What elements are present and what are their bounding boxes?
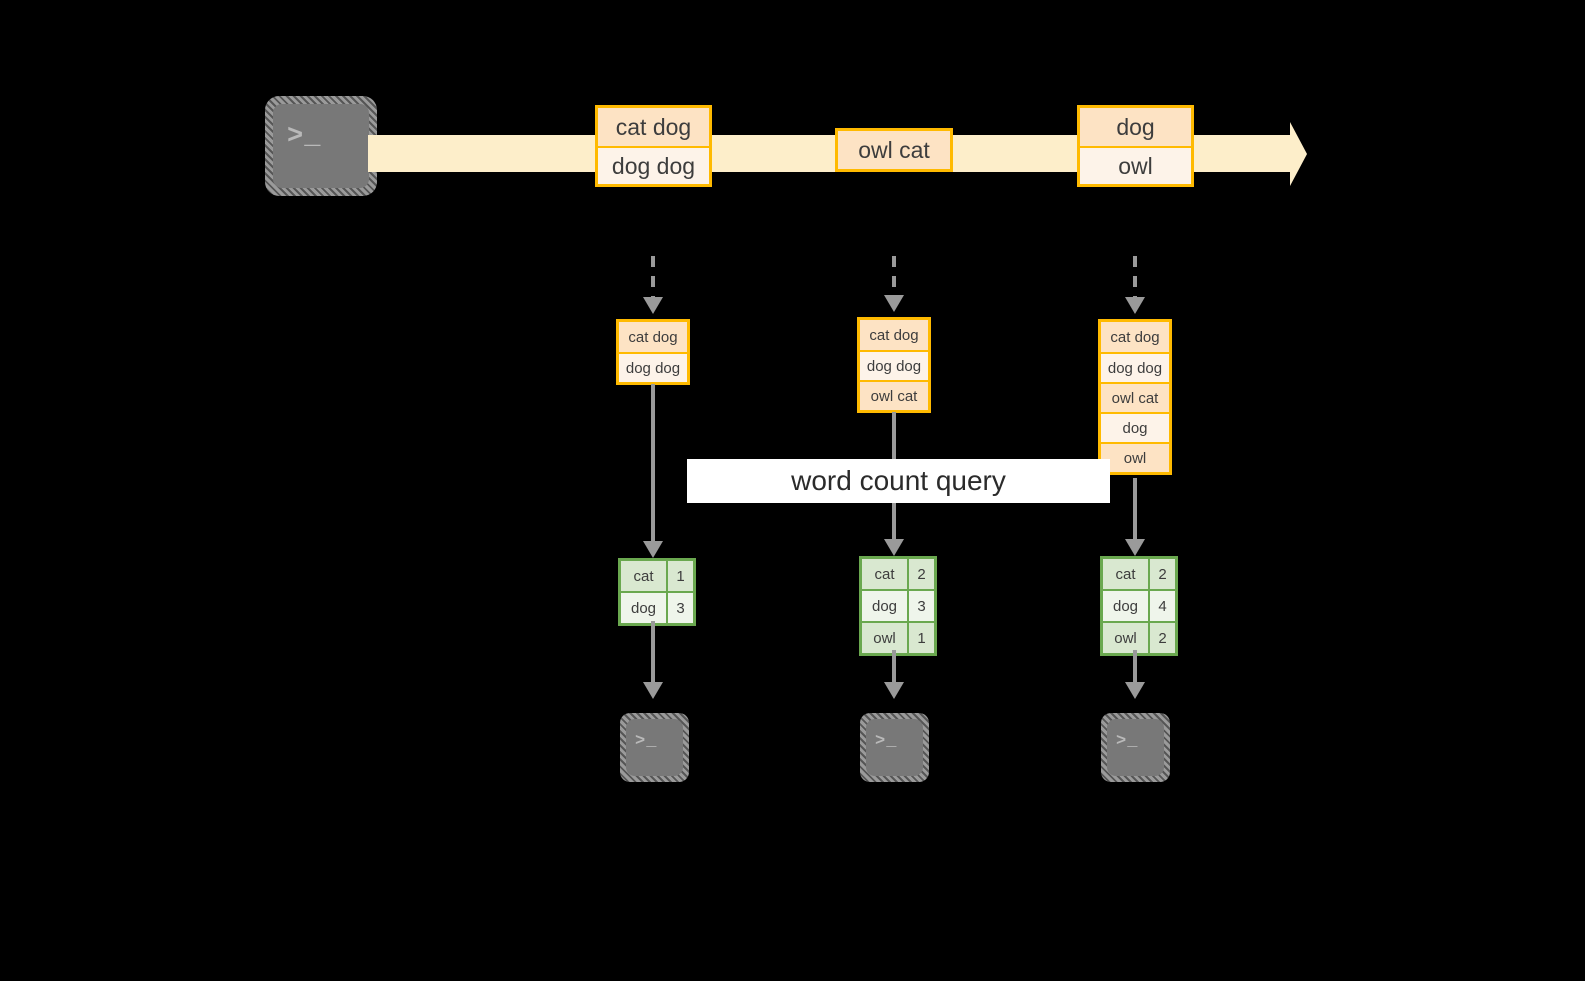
result-word: owl (1103, 623, 1148, 653)
record-line: owl (1080, 146, 1191, 184)
sink-arrow-head-icon-3 (1125, 682, 1145, 699)
terminal-body: >_ (866, 719, 923, 776)
snapshot-arrow-head-icon-1 (643, 297, 663, 314)
result-word: cat (621, 561, 666, 591)
snapshot-arrow-head-icon-2 (884, 295, 904, 312)
result-word: cat (862, 559, 907, 589)
result-count: 2 (907, 559, 934, 589)
record-line: owl cat (838, 131, 950, 169)
terminal-body: >_ (1107, 719, 1164, 776)
sink-terminal-icon-2[interactable]: >_ (860, 713, 929, 782)
snapshot-arrow-head-icon-3 (1125, 297, 1145, 314)
stream-record-2: owl cat (835, 128, 953, 172)
table-row: owl 2 (1103, 621, 1175, 653)
result-word: dog (862, 591, 907, 621)
snapshot-line: dog dog (619, 352, 687, 382)
result-count: 4 (1148, 591, 1175, 621)
query-arrow-head-icon-3 (1125, 539, 1145, 556)
record-line: dog dog (598, 146, 709, 184)
query-label-text: word count query (791, 465, 1006, 496)
terminal-prompt-glyph: >_ (1116, 732, 1139, 751)
result-count: 1 (666, 561, 693, 591)
snapshot-line: cat dog (619, 322, 687, 352)
stream-record-3: dog owl (1077, 105, 1194, 187)
snapshot-line: dog dog (860, 350, 928, 380)
snapshot-line: dog dog (1101, 352, 1169, 382)
terminal-prompt-glyph: >_ (875, 732, 898, 751)
record-line: dog (1080, 108, 1191, 146)
terminal-body: >_ (273, 104, 369, 188)
sink-arrow-head-icon-1 (643, 682, 663, 699)
table-row: cat 2 (1103, 559, 1175, 589)
snapshot-input-2: cat dog dog dog owl cat (857, 317, 931, 413)
snapshot-line: cat dog (860, 320, 928, 350)
table-row: cat 1 (621, 561, 693, 591)
result-table-2: cat 2 dog 3 owl 1 (859, 556, 937, 656)
sink-terminal-icon-1[interactable]: >_ (620, 713, 689, 782)
terminal-body: >_ (626, 719, 683, 776)
table-row: cat 2 (862, 559, 934, 589)
result-table-3: cat 2 dog 4 owl 2 (1100, 556, 1178, 656)
stream-record-1: cat dog dog dog (595, 105, 712, 187)
snapshot-line: owl cat (860, 380, 928, 410)
query-arrow-line-1 (651, 384, 655, 544)
sink-arrow-line-1 (651, 621, 655, 685)
result-count: 1 (907, 623, 934, 653)
snapshot-arrow-line-1 (651, 256, 655, 300)
terminal-prompt-glyph: >_ (635, 732, 658, 751)
result-word: cat (1103, 559, 1148, 589)
sink-arrow-head-icon-2 (884, 682, 904, 699)
result-count: 3 (666, 593, 693, 623)
table-row: owl 1 (862, 621, 934, 653)
snapshot-line: cat dog (1101, 322, 1169, 352)
source-terminal-icon[interactable]: >_ (265, 96, 377, 196)
snapshot-line: owl cat (1101, 382, 1169, 412)
result-word: owl (862, 623, 907, 653)
snapshot-input-3: cat dog dog dog owl cat dog owl (1098, 319, 1172, 475)
result-count: 3 (907, 591, 934, 621)
table-row: dog 3 (621, 591, 693, 623)
sink-arrow-line-3 (1133, 650, 1137, 685)
snapshot-arrow-line-3 (1133, 256, 1137, 300)
snapshot-input-1: cat dog dog dog (616, 319, 690, 385)
result-count: 2 (1148, 559, 1175, 589)
query-arrow-head-icon-1 (643, 541, 663, 558)
stream-arrow-head-icon (1290, 122, 1307, 186)
result-word: dog (621, 593, 666, 623)
result-table-1: cat 1 dog 3 (618, 558, 696, 626)
snapshot-line: dog (1101, 412, 1169, 442)
record-line: cat dog (598, 108, 709, 146)
query-arrow-line-3 (1133, 478, 1137, 543)
result-count: 2 (1148, 623, 1175, 653)
snapshot-arrow-line-2 (892, 256, 896, 298)
sink-terminal-icon-3[interactable]: >_ (1101, 713, 1170, 782)
table-row: dog 3 (862, 589, 934, 621)
terminal-prompt-glyph: >_ (287, 122, 322, 152)
query-arrow-head-icon-2 (884, 539, 904, 556)
result-word: dog (1103, 591, 1148, 621)
sink-arrow-line-2 (892, 650, 896, 685)
snapshot-line: owl (1101, 442, 1169, 472)
table-row: dog 4 (1103, 589, 1175, 621)
query-label: word count query (687, 459, 1110, 503)
